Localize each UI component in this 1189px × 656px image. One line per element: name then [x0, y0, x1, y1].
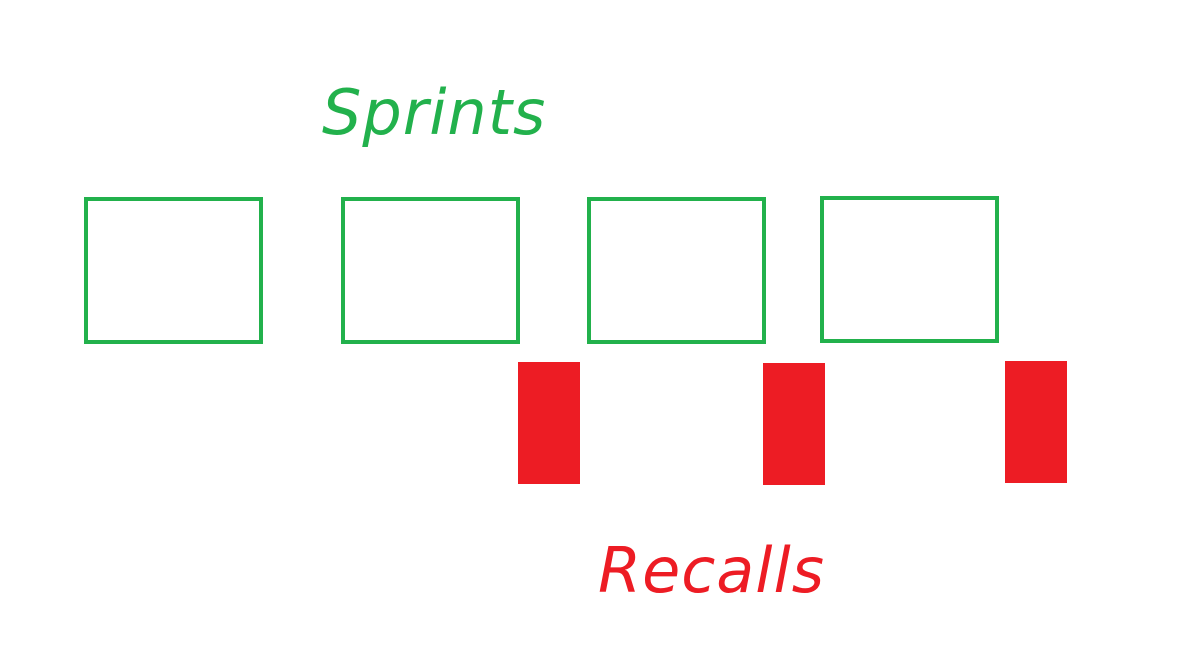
- sprint-box: [820, 196, 999, 343]
- sprint-box: [587, 197, 766, 344]
- recall-block: [1005, 361, 1067, 483]
- sprint-box: [341, 197, 520, 344]
- sprints-label: Sprints: [322, 76, 547, 149]
- recall-block: [518, 362, 580, 484]
- recall-block: [763, 363, 825, 485]
- sprint-box: [84, 197, 263, 344]
- recalls-label: Recalls: [598, 534, 826, 607]
